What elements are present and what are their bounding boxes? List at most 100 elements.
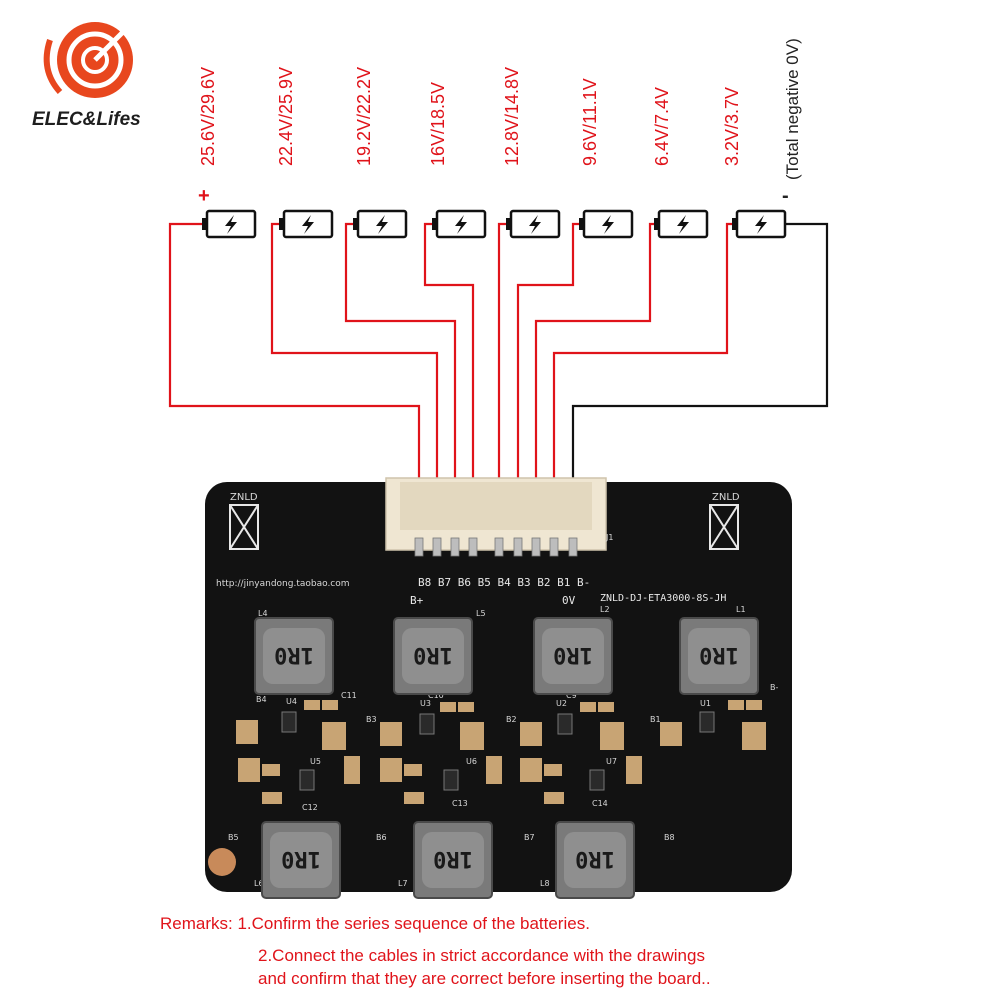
brand-logo: ELEC&Lifes xyxy=(32,19,141,130)
connector-pin xyxy=(568,537,578,557)
inductor: 1R0 xyxy=(555,821,635,899)
battery-terminal xyxy=(654,218,659,230)
pcb-url: http://jinyandong.taobao.com xyxy=(216,579,350,589)
lightning-icon xyxy=(376,215,388,234)
voltage-label-b1: 3.2V/3.7V xyxy=(722,87,742,166)
voltage-label-b4: 12.8V/14.8V xyxy=(502,67,522,166)
ref-c11: C11 xyxy=(341,691,357,700)
connector-pin xyxy=(450,537,460,557)
ref-l5: L5 xyxy=(476,609,486,618)
minus-sign: - xyxy=(782,185,789,207)
connector-slot xyxy=(400,482,592,530)
ref-b5: B5 xyxy=(228,833,239,842)
battery-terminal xyxy=(506,218,511,230)
remark-line-2: 2.Connect the cables in strict accordanc… xyxy=(258,946,705,965)
wire-b2 xyxy=(534,222,657,548)
battery-terminal xyxy=(202,218,207,230)
connector-pin xyxy=(468,537,478,557)
pcb-logo-text-left: ZNLD xyxy=(230,492,258,503)
inductor: 1R0 xyxy=(413,821,493,899)
ref-b8: B8 xyxy=(664,833,675,842)
ref-c13: C13 xyxy=(452,799,468,808)
battery-cell-8 xyxy=(202,209,257,239)
inductor-top xyxy=(564,832,626,888)
ref-b3: B3 xyxy=(366,715,377,724)
ref-b6: B6 xyxy=(376,833,387,842)
inductors: 1R0 1R0 1R0 1R0 1R0 1R0 1R0 xyxy=(254,617,759,899)
ref-l8-label: L8 xyxy=(540,879,550,888)
voltage-label-b2: 6.4V/7.4V xyxy=(652,87,672,166)
battery-terminal xyxy=(432,218,437,230)
logo-target-icon xyxy=(81,46,109,74)
pcb-logo-box-left xyxy=(229,504,259,550)
voltage-label-b6: 19.2V/22.2V xyxy=(354,67,374,166)
battery-cell-2 xyxy=(654,209,709,239)
wire-bminus xyxy=(571,222,829,548)
battery-cell-6 xyxy=(353,209,408,239)
lightning-icon xyxy=(455,215,467,234)
ref-u7: U7 xyxy=(606,757,617,766)
smd-components xyxy=(236,700,766,804)
ic-chips xyxy=(281,711,715,791)
battery-cell-4 xyxy=(506,209,561,239)
lightning-icon xyxy=(677,215,689,234)
wire-b7 xyxy=(270,222,439,548)
ref-l7-label: L7 xyxy=(398,879,408,888)
wire-b4 xyxy=(497,222,509,548)
lightning-icon xyxy=(225,215,237,234)
inductor-label: 1R0 xyxy=(413,642,453,667)
ref-b7: B7 xyxy=(524,833,535,842)
ref-b4: B4 xyxy=(256,695,267,704)
ref-l1: L1 xyxy=(736,605,746,614)
pcb-logo-box-right xyxy=(709,504,739,550)
connector-pin xyxy=(513,537,523,557)
ref-u2: U2 xyxy=(556,699,567,708)
logo-arrow-icon xyxy=(93,19,136,62)
connector-pins xyxy=(414,537,578,557)
battery-row xyxy=(202,209,787,239)
negative-label: (Total negative 0V) xyxy=(783,38,802,180)
inductor: 1R0 xyxy=(533,617,613,695)
remark-line-1: Remarks: 1.Confirm the series sequence o… xyxy=(160,914,590,933)
pcb-logo-cross-icon xyxy=(709,504,739,550)
logo-ring-icon xyxy=(66,31,124,89)
inductor: 1R0 xyxy=(261,821,341,899)
lightning-icon xyxy=(602,215,614,234)
brand-name: ELEC&Lifes xyxy=(32,109,141,130)
voltage-label-b7: 22.4V/25.9V xyxy=(276,67,296,166)
connector-pin xyxy=(432,537,442,557)
wires xyxy=(168,222,829,548)
battery-cell-1 xyxy=(732,209,787,239)
inductor-top xyxy=(542,628,604,684)
mounting-pad xyxy=(208,848,236,876)
ref-u1: U1 xyxy=(700,699,711,708)
logo-swoosh-icon xyxy=(43,39,63,95)
pcb-logo-text-right: ZNLD xyxy=(712,492,740,503)
pcb-board: ZNLD ZNLD J1 B8 B7 B6 B5 B4 B3 B2 B1 B- … xyxy=(205,477,792,899)
pcb-pin-labels: B8 B7 B6 B5 B4 B3 B2 B1 B- xyxy=(418,576,590,589)
wire-b1 xyxy=(552,222,735,548)
battery-terminal xyxy=(579,218,584,230)
inductor-label: 1R0 xyxy=(575,846,615,871)
inductor: 1R0 xyxy=(254,617,334,695)
lightning-icon xyxy=(302,215,314,234)
pcb-logo-cross-icon xyxy=(229,504,259,550)
wire-b8 xyxy=(168,222,421,548)
voltage-label-b8: 25.6V/29.6V xyxy=(198,67,218,166)
inductor-top xyxy=(263,628,325,684)
ref-b2: B2 xyxy=(506,715,517,724)
battery-terminal xyxy=(353,218,358,230)
pcb-body xyxy=(205,482,792,892)
ref-l6-label: L6 xyxy=(254,879,264,888)
pcb-logo-right: ZNLD xyxy=(709,492,740,550)
wire-b3 xyxy=(516,222,582,548)
pcb-model: ZNLD-DJ-ETA3000-8S-JH xyxy=(600,593,726,604)
inductor: 1R0 xyxy=(679,617,759,695)
battery-terminal xyxy=(279,218,284,230)
inductor-top xyxy=(402,628,464,684)
plus-sign: + xyxy=(198,185,210,207)
ref-l4: L4 xyxy=(258,609,268,618)
inductor-top xyxy=(422,832,484,888)
pcb-zero-v: 0V xyxy=(562,594,576,607)
battery-cell-7 xyxy=(279,209,334,239)
